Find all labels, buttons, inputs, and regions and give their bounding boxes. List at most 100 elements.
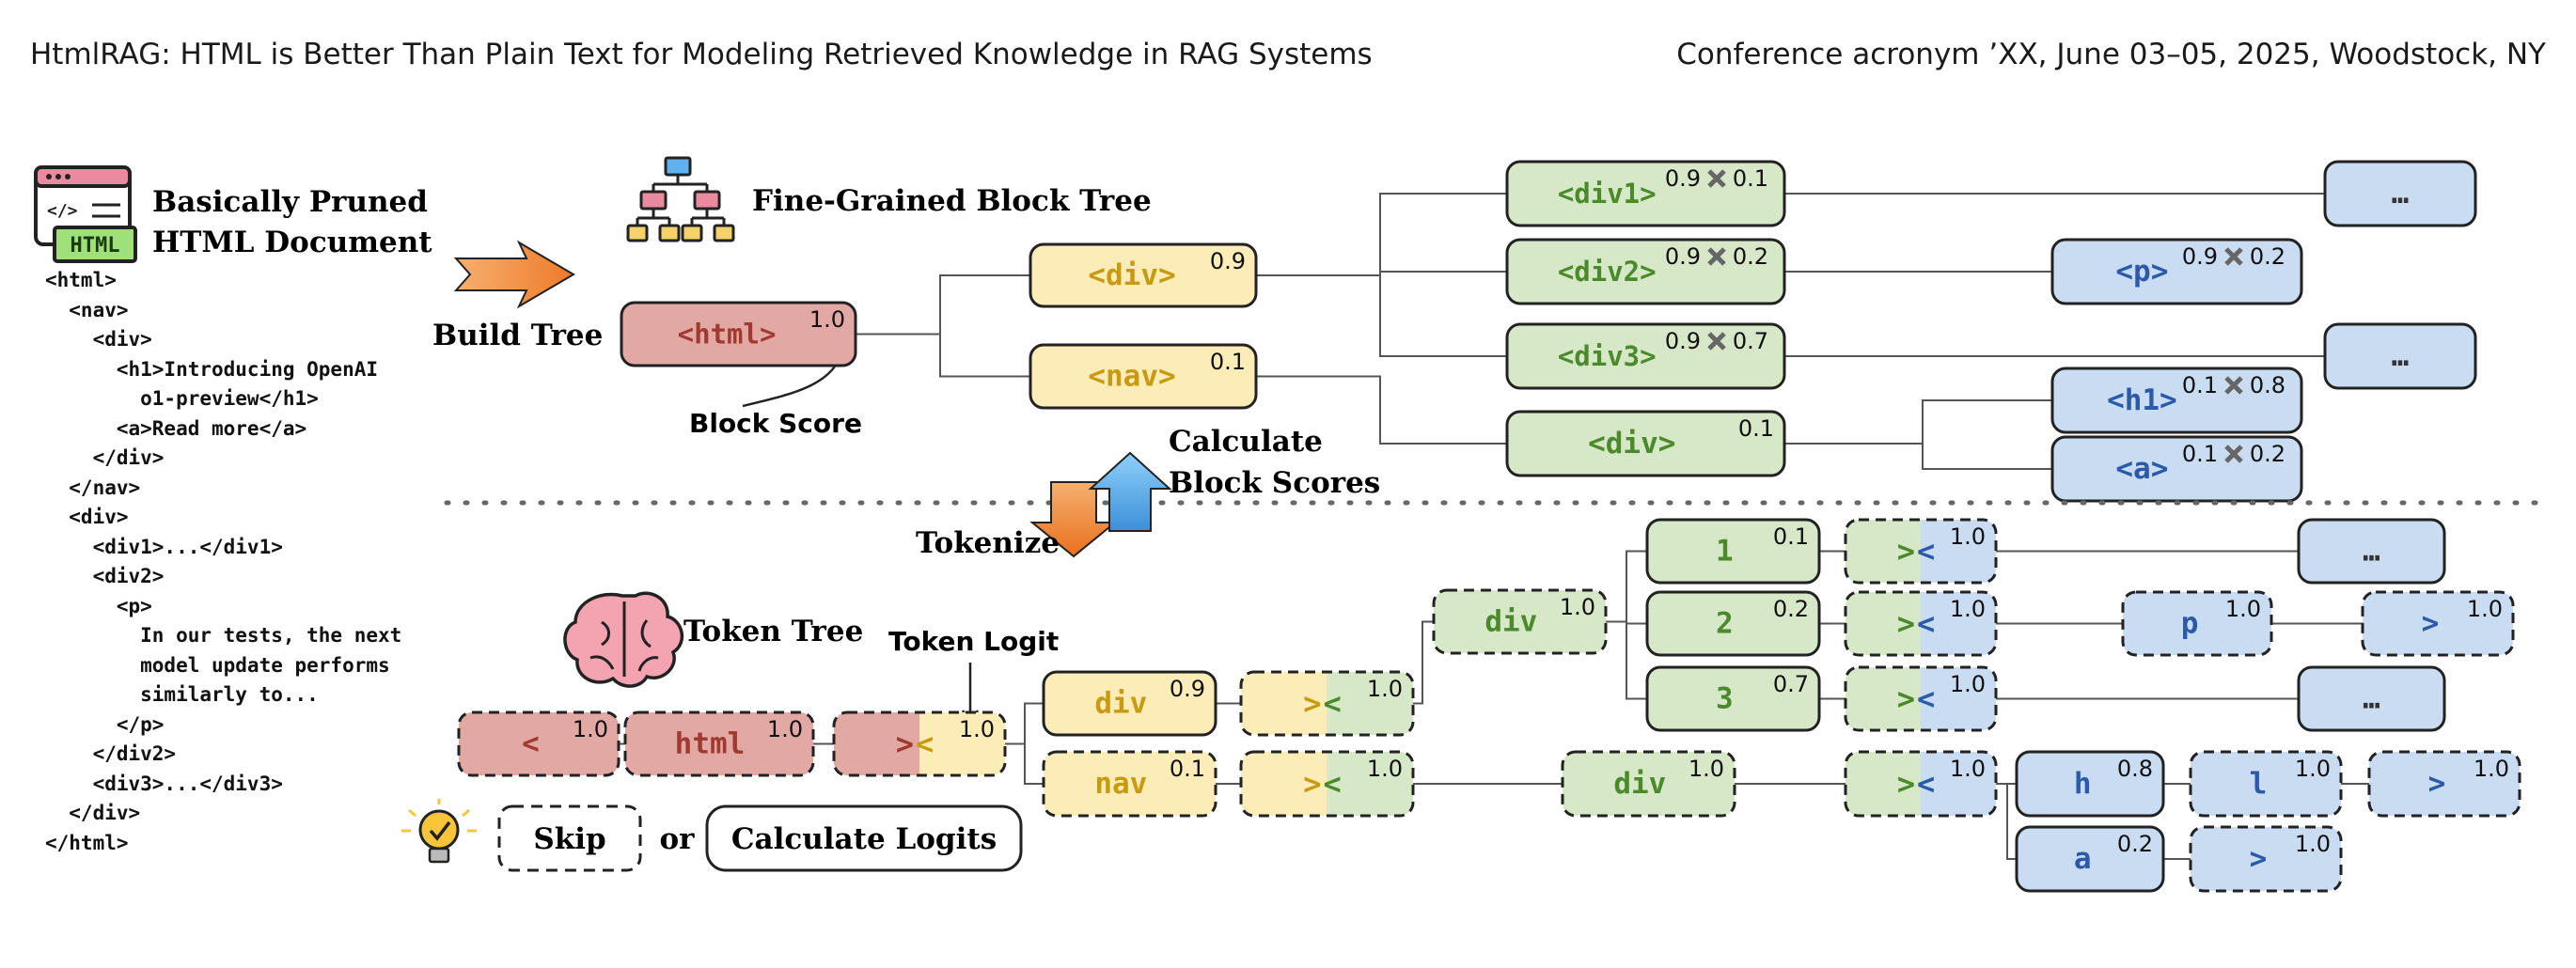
node-label: div (1094, 687, 1147, 721)
multiply-icon (1707, 332, 1726, 351)
tokenize-label: Tokenize (916, 526, 1060, 560)
calculate-label-line2: Block Scores (1169, 466, 1380, 500)
node-label: > (1303, 686, 1321, 722)
node-label: <div3> (1558, 340, 1657, 372)
code-line: <nav> (45, 298, 129, 321)
connector-line (1996, 783, 2017, 860)
node-score: 0.8 (2117, 756, 2153, 782)
node-label-2: < (1917, 681, 1935, 717)
code-line: </div> (45, 446, 165, 469)
node-label: > (896, 726, 914, 762)
node-label: <nav> (1088, 360, 1175, 394)
node-label-2: < (1917, 766, 1935, 802)
node-score: 0.9 (1170, 676, 1205, 702)
token-node-t_gl1: ><1.0 (1844, 518, 1998, 585)
html-document-icon: </> (34, 165, 137, 263)
build-tree-label: Build Tree (432, 319, 603, 352)
node-label: <div2> (1558, 256, 1657, 288)
calculate-label-line1: Calculate (1169, 425, 1323, 459)
doc-title-line2: HTML Document (152, 226, 432, 259)
node-label: <div> (1588, 427, 1675, 461)
token-node-t_dots1: … (2297, 518, 2446, 585)
token-tree-title: Token Tree (683, 615, 863, 648)
connector-line (856, 274, 1030, 336)
code-line: <a>Read more</a> (45, 416, 307, 440)
token-node-t_gtlt: ><1.0 (832, 710, 1007, 777)
code-line: </nav> (45, 476, 141, 499)
doc-title-line1: Basically Pruned (152, 185, 428, 219)
node-label: <div1> (1558, 178, 1657, 210)
node-label: 1 (1716, 535, 1734, 569)
code-line: </html> (45, 831, 129, 854)
node-label: div (1613, 767, 1666, 801)
html-badge-label: HTML (71, 234, 120, 258)
legend-skip-label: Skip (533, 822, 605, 856)
node-label: <html> (678, 319, 777, 351)
block-node-html: <html> 1.0 (620, 301, 857, 367)
node-label: <div> (1088, 258, 1175, 292)
code-line: <p> (45, 594, 152, 617)
node-label: … (2363, 535, 2380, 569)
node-label: <a> (2115, 452, 2168, 486)
node-label: … (2392, 177, 2410, 211)
node-score: 1.0 (2474, 756, 2509, 782)
node-score: 1.0 (1367, 756, 1403, 782)
code-line: o1-preview</h1> (45, 387, 319, 410)
node-score: 1.0 (1367, 676, 1403, 702)
node-label: … (2363, 682, 2380, 716)
block-tree-connectors (856, 193, 2325, 470)
connector-line (1784, 399, 2052, 445)
code-line: <div3>...</div3> (45, 772, 283, 795)
node-label-2: < (916, 726, 934, 762)
token-node-t_gtlt3: ><1.0 (1239, 750, 1415, 818)
node-score: 1.0 (1560, 594, 1595, 620)
multiply-icon (2224, 445, 2243, 463)
node-score-2: 0.1 (1733, 165, 1768, 192)
token-node-t_div_a: div 1.0 (1432, 588, 1608, 655)
block-node-divn: <div>0.1 (1505, 410, 1786, 477)
token-node-t_gtlt2: ><1.0 (1239, 670, 1415, 737)
code-line: <html> (45, 269, 117, 291)
legend-calculate-box (705, 804, 1023, 872)
node-score: 0.9 (1665, 165, 1701, 192)
node-score: 1.0 (573, 716, 608, 742)
node-score: 1.0 (1689, 756, 1724, 782)
code-line: similarly to... (45, 683, 319, 706)
token-node-t_div_b: div 1.0 (1561, 750, 1736, 818)
node-score: 1.0 (809, 306, 845, 333)
node-label: 2 (1716, 607, 1734, 641)
node-label-2: < (1324, 766, 1342, 802)
connector-line (856, 333, 1030, 378)
hierarchy-icon (626, 156, 735, 242)
svg-text:</>: </> (47, 201, 78, 221)
node-score: 1.0 (2225, 596, 2261, 622)
node-label: div (1484, 605, 1537, 639)
tokenize-arrow-icon (1029, 481, 1118, 558)
connector-line (1606, 620, 1647, 700)
node-score: 0.1 (1170, 756, 1205, 782)
token-node-t_gl2: ><1.0 (1844, 590, 1998, 657)
node-label-2: < (1324, 686, 1342, 722)
build-tree-arrow-icon (453, 240, 575, 309)
code-line: <div1>...</div1> (45, 535, 283, 558)
block-node-dots2: … (2323, 322, 2477, 390)
node-score: 1.0 (1950, 523, 1986, 550)
connector-line (1606, 550, 1647, 623)
html-source-code: <html> <nav> <div> <h1>Introducing OpenA… (45, 266, 401, 858)
node-score: 1.0 (1950, 756, 1986, 782)
node-score: 0.1 (2182, 372, 2218, 398)
node-score: 1.0 (2295, 756, 2331, 782)
node-label: html (675, 727, 746, 761)
